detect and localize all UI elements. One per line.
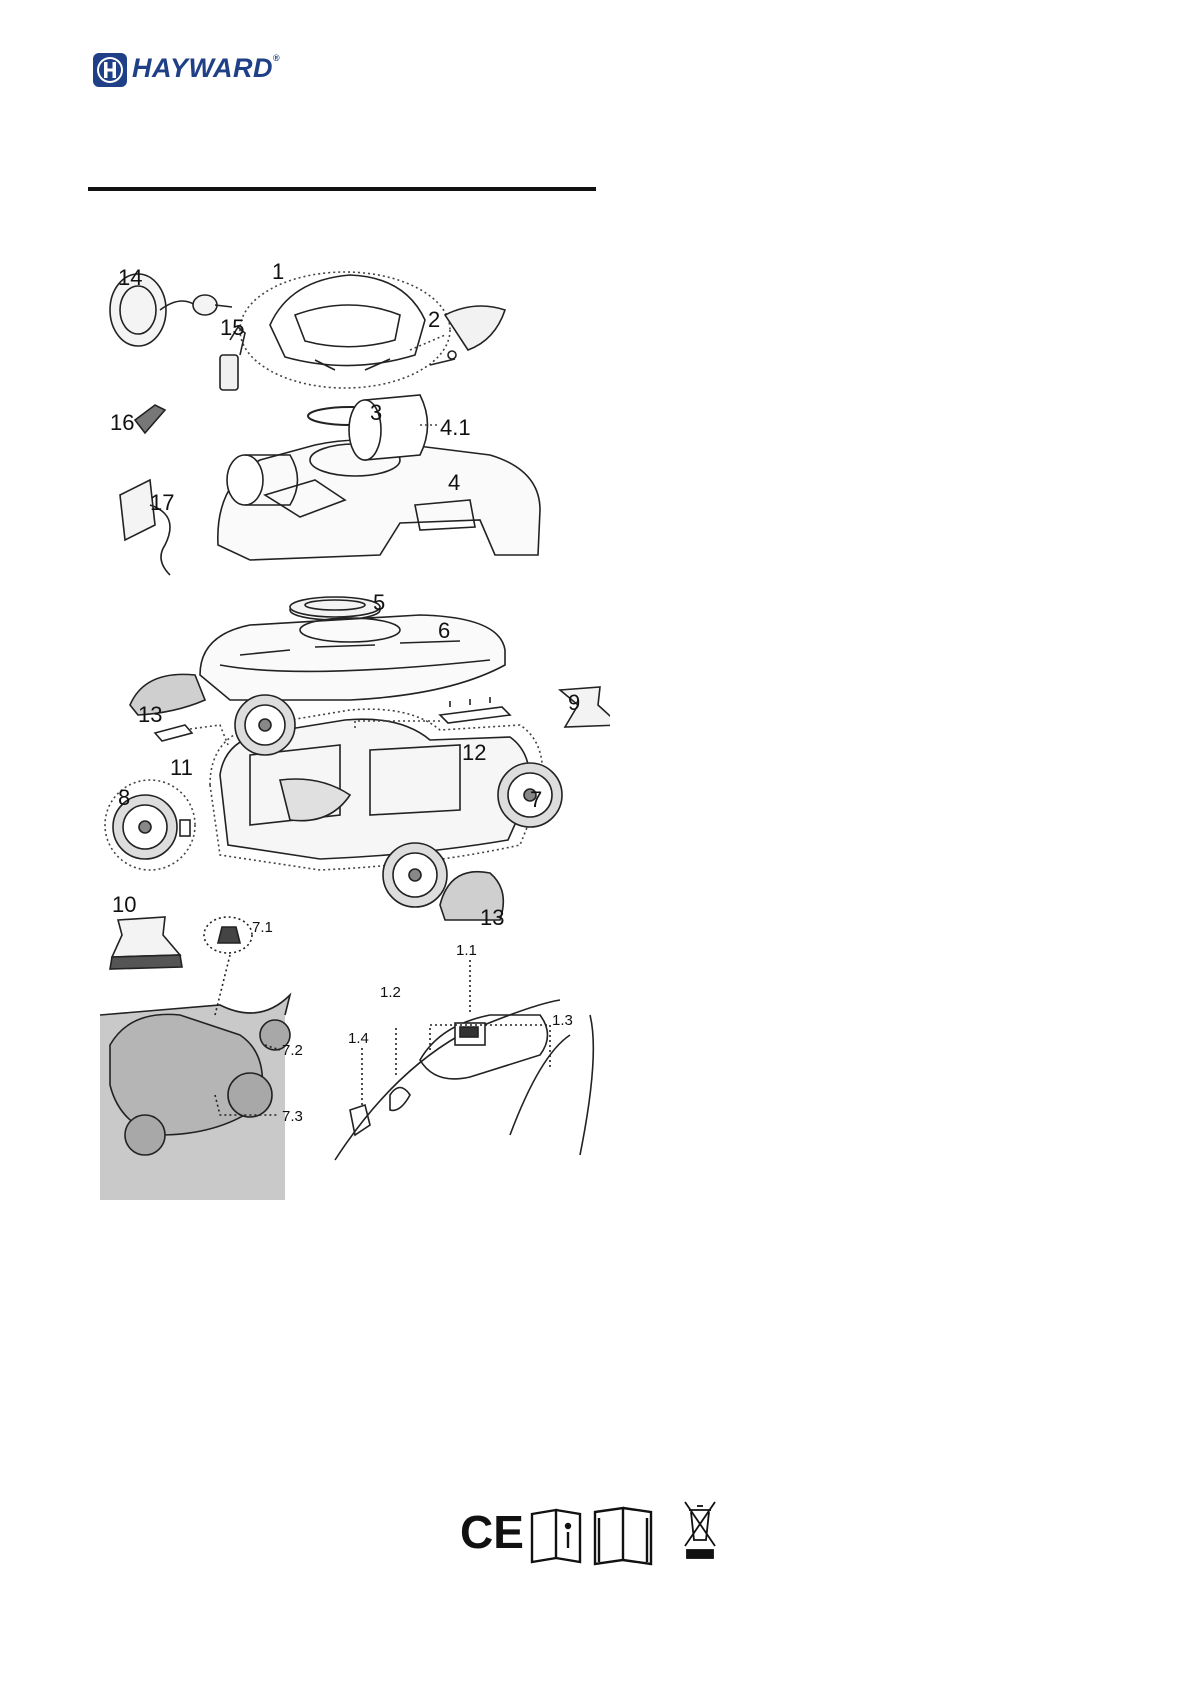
part-16-clip [135,405,165,433]
label-5: 5 [373,590,385,615]
ce-mark-icon: CE [460,1506,524,1558]
label-4: 4 [448,470,460,495]
open-manual-icon [595,1508,651,1564]
part-2-flap [410,306,505,365]
exploded-parts-diagram: 14 1 2 15 3 16 4.1 4 17 5 6 13 9 12 11 8… [100,255,610,1245]
label-1-3: 1.3 [552,1012,573,1029]
label-13-top: 13 [138,702,162,727]
footer-icons: CE [460,1498,740,1568]
label-7: 7 [530,787,542,812]
registered-mark: ® [273,53,280,63]
part-5-disc [290,597,380,620]
label-14: 14 [118,265,142,290]
label-1-1: 1.1 [456,942,477,959]
label-6: 6 [438,618,450,643]
detail-labels: 7.1 7.2 7.3 1.1 1.2 1.3 1.4 [252,919,573,1125]
label-13-bottom: 13 [480,905,504,930]
label-7-1: 7.1 [252,919,273,936]
label-9: 9 [568,690,580,715]
label-16: 16 [110,410,134,435]
weee-bin-icon [685,1502,715,1558]
label-3: 3 [370,400,382,425]
label-1: 1 [272,259,284,284]
hayward-logo: HAYWARD® [92,50,292,90]
info-manual-icon [532,1510,580,1562]
part-10-brush [110,917,182,969]
label-7-2: 7.2 [282,1042,303,1059]
label-11: 11 [170,755,193,780]
label-7-3: 7.3 [282,1108,303,1125]
label-12: 12 [462,740,486,765]
label-1-4: 1.4 [348,1030,369,1047]
heading-rule [88,187,596,191]
label-2: 2 [428,307,440,332]
part-11-plate [155,725,228,745]
svg-text:CE: CE [460,1506,524,1558]
label-17: 17 [150,490,174,515]
hayward-logo-icon [92,52,128,88]
label-4-1: 4.1 [440,415,471,440]
part-1-top-cover [240,272,450,388]
part-6-chassis-shell [200,615,505,700]
brand-name: HAYWARD® [132,53,280,84]
label-15: 15 [220,315,244,340]
label-1-2: 1.2 [380,984,401,1001]
label-10: 10 [112,892,136,917]
label-8: 8 [118,785,130,810]
detail-cover-controls [335,960,593,1160]
